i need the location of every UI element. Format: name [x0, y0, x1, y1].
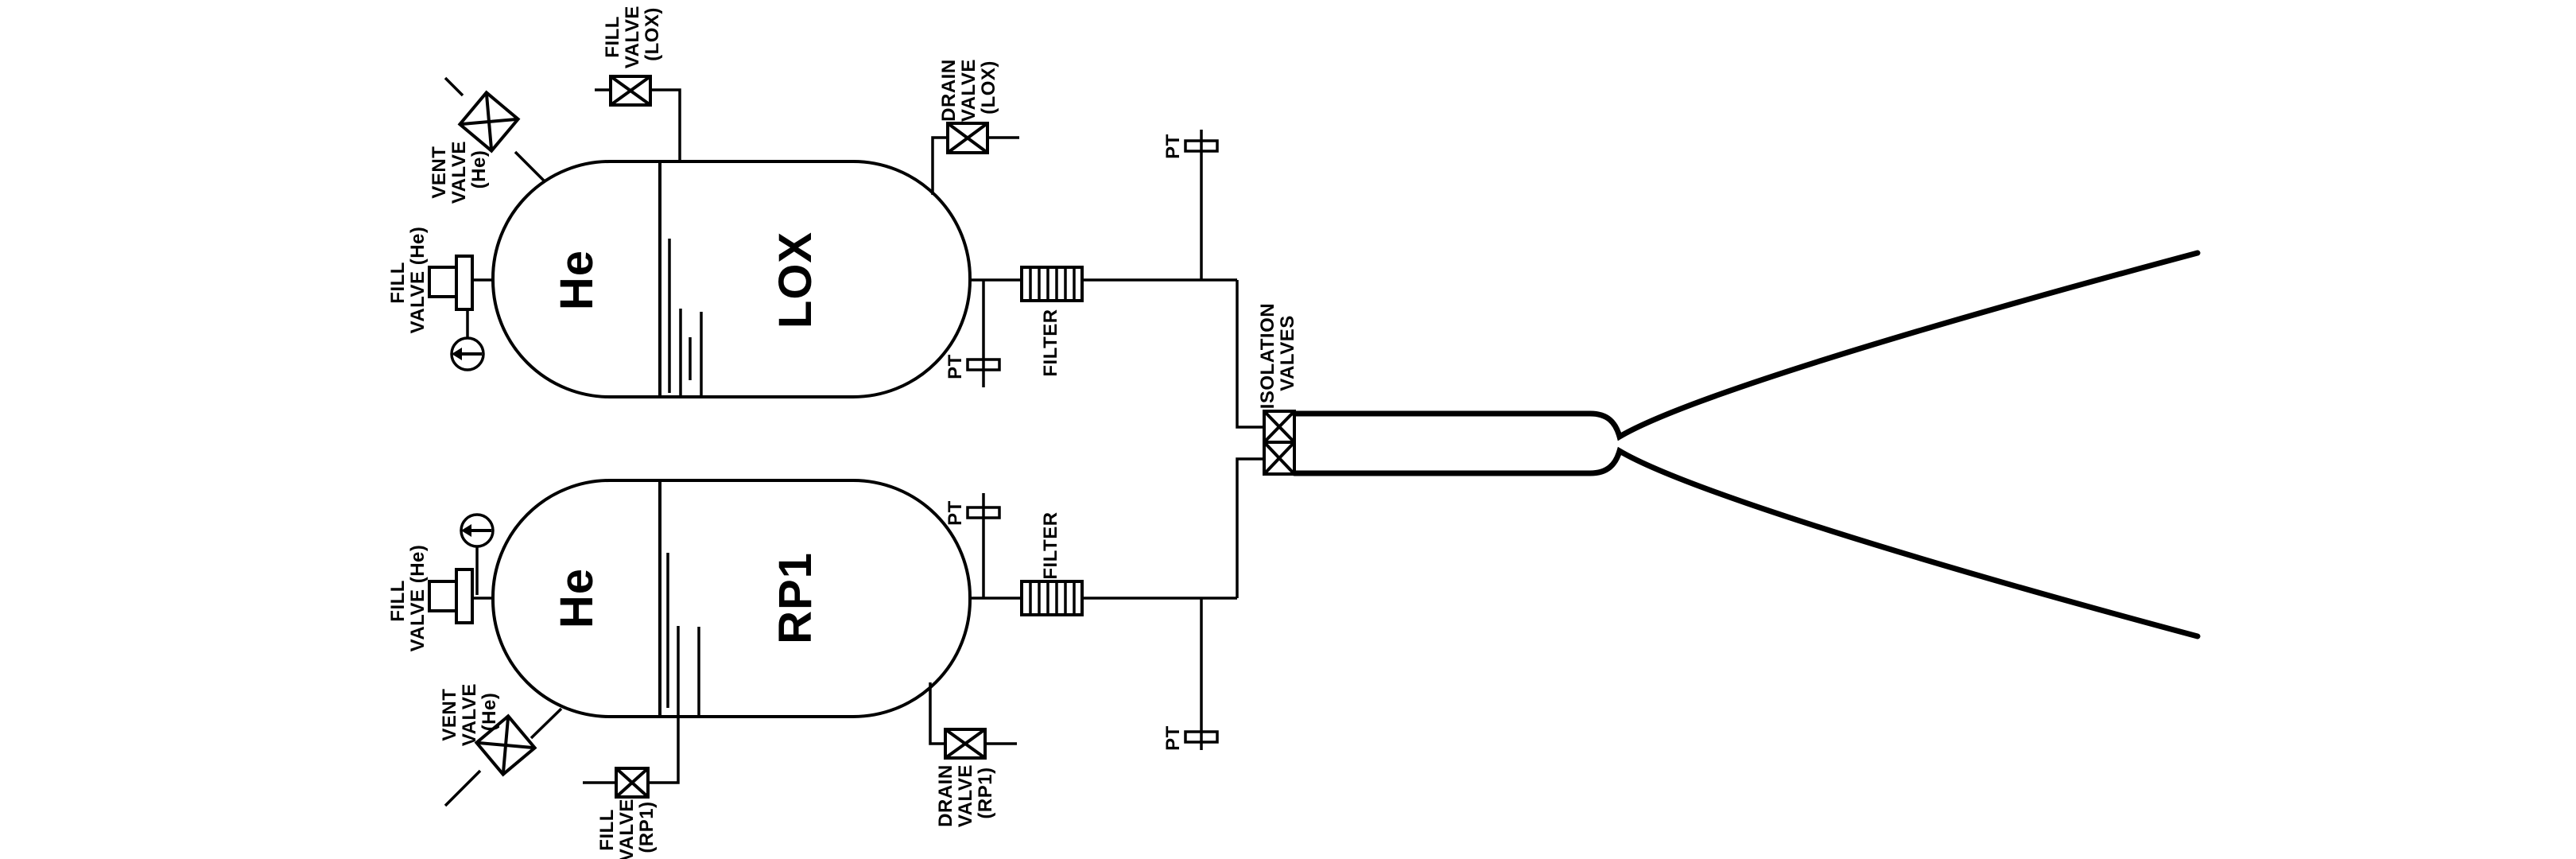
pt-lox-tank-label: PT [945, 354, 966, 379]
filter-rp1-label: FILTER [1040, 511, 1061, 579]
pt-lox-line-symbol [1184, 130, 1219, 280]
rp1-pipe-riser [1236, 457, 1264, 598]
fill-valve-he-top: FILL VALVE (He) [387, 227, 493, 371]
drain-valve-lox-label: DRAIN VALVE (LOX) [938, 53, 999, 122]
vent-valve-he-top-label: VENT VALVE (He) [429, 135, 490, 204]
isolation-valves: ISOLATION VALVES [1257, 297, 1298, 476]
vent-valve-he-top-stub [444, 76, 464, 97]
vent-valve-he-bottom-pipe [530, 707, 563, 740]
drain-valve-lox-pipe [931, 136, 948, 195]
lox-pipe-riser [1236, 280, 1264, 429]
pt-lox-tank-symbol [966, 280, 1001, 387]
fill-valve-he-bottom-label: FILL VALVE (He) [387, 545, 429, 652]
fill-valve-lox-symbol [609, 75, 652, 107]
drain-valve-rp1-label: DRAIN VALVE (RP1) [935, 759, 996, 827]
fill-valve-rp1: FILL VALVE (RP1) [583, 626, 680, 859]
vent-valve-he-top-pipe [514, 150, 547, 184]
fill-valve-rp1-label: FILL VALVE (RP1) [596, 793, 658, 859]
lox-feed-line: PT FILTER PT [945, 130, 1264, 429]
chamber-nozzle-top-wall [1291, 250, 2201, 441]
fill-valve-he-top-label: FILL VALVE (He) [387, 227, 429, 334]
isolation-valves-label: ISOLATION VALVES [1257, 297, 1298, 410]
pt-rp1-line-symbol [1184, 598, 1219, 750]
fill-valve-he-bottom-fitting-outer [428, 580, 458, 612]
fill-valve-he-top-fitting-outer [428, 266, 458, 298]
vent-valve-he-top-symbol [457, 90, 521, 154]
pt-rp1-tank-label: PT [945, 500, 966, 526]
fill-valve-lox-label: FILL VALVE (LOX) [602, 0, 663, 68]
lox-tank: He LOX [491, 160, 972, 398]
drain-valve-rp1: DRAIN VALVE (RP1) [929, 682, 1017, 827]
vent-valve-he-bottom-stub [444, 769, 482, 807]
vent-valve-he-bottom-symbol [474, 713, 537, 777]
rp1-tank-propellant-label: RP1 [770, 552, 821, 644]
pt-rp1-line-label: PT [1162, 725, 1184, 751]
vent-valve-he-top: VENT VALVE (He) [429, 76, 547, 204]
fill-valve-lox-pipe [650, 88, 681, 161]
vent-valve-he-bottom: VENT VALVE (He) [439, 678, 563, 807]
fill-valve-rp1-symbol [615, 767, 650, 799]
isolation-valve-lox-symbol [1263, 410, 1296, 444]
isolation-valve-rp1-symbol [1263, 441, 1296, 476]
pt-lox-line-label: PT [1162, 134, 1184, 159]
fill-valve-lox: FILL VALVE (LOX) [595, 0, 681, 161]
check-valve-symbol [460, 513, 495, 548]
fill-valve-he-bottom-fitting-inner [455, 568, 474, 624]
check-valve-symbol [450, 336, 485, 371]
fill-valve-he-bottom: FILL VALVE (He) [387, 513, 495, 652]
pt-rp1-tank-symbol [966, 493, 1001, 598]
drain-valve-rp1-symbol [944, 728, 987, 760]
drain-valve-rp1-pipe [929, 682, 945, 745]
vent-valve-he-bottom-label: VENT VALVE (He) [439, 678, 500, 746]
rp1-tank-pressurant-label: He [551, 568, 603, 628]
drain-valve-lox: DRAIN VALVE (LOX) [931, 53, 1019, 195]
chamber-nozzle-bottom-wall [1291, 446, 2201, 639]
engine-nozzle [1291, 250, 2201, 639]
rp1-tank: He RP1 [491, 479, 972, 718]
fill-valve-he-top-fitting-inner [455, 255, 474, 311]
rp1-feed-line: PT FILTER PT [945, 457, 1264, 751]
drain-valve-lox-symbol [946, 122, 989, 154]
filter-lox-label: FILTER [1040, 309, 1061, 376]
lox-filter-symbol [1020, 266, 1084, 302]
rp1-filter-symbol [1020, 580, 1084, 616]
lox-tank-pressurant-label: He [551, 250, 603, 310]
lox-tank-propellant-label: LOX [770, 231, 821, 328]
fill-valve-rp1-dip-tube [648, 626, 680, 784]
